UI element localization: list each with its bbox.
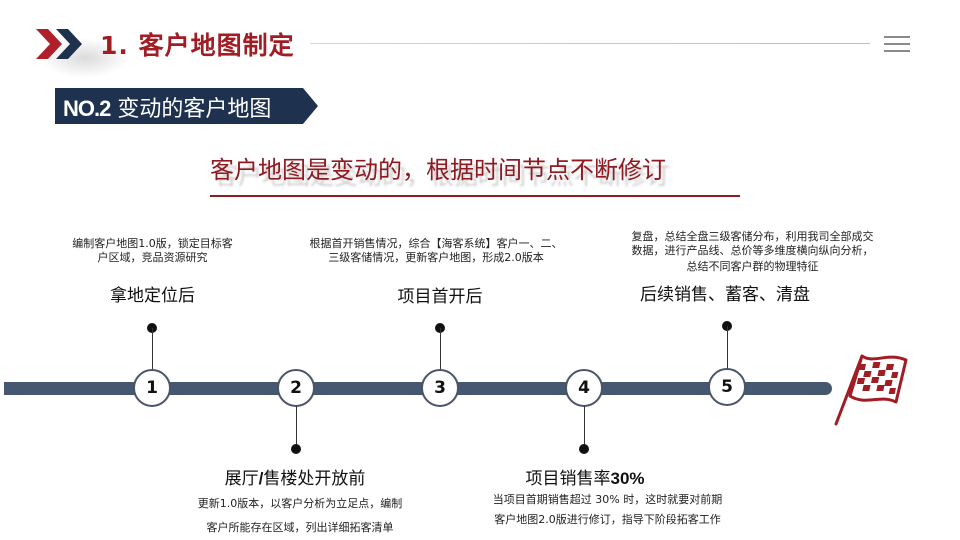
section-tag-arrow-shape	[55, 88, 318, 124]
step-4-desc-line: 客户地图2.0版进行修订，指导下阶段拓客工作	[494, 513, 721, 526]
step-2-description: 更新1.0版本，以客户分析为立足点，编制 客户所能存在区域，列出详细拓客清单	[170, 492, 430, 540]
step-3-phase: 项目首开后	[397, 287, 483, 307]
section-tag-label: NO.2 变动的客户地图	[63, 91, 271, 123]
double-chevron-icon	[36, 29, 82, 59]
step-3-connector	[440, 328, 441, 370]
timeline-track	[4, 382, 832, 395]
step-2-desc-line: 更新1.0版本，以客户分析为立足点，编制	[197, 497, 403, 510]
step-1-description: 编制客户地图1.0版，锁定目标客 户区域，竞品资源研究	[55, 237, 250, 265]
step-1-phase: 拿地定位后	[110, 286, 195, 306]
section-tag: NO.2 变动的客户地图	[55, 88, 318, 124]
step-1-desc-line: 编制客户地图1.0版，锁定目标客	[72, 237, 233, 250]
section-number: NO.2	[63, 96, 111, 121]
section-title: 变动的客户地图	[110, 97, 272, 122]
step-4-marker-dot	[579, 444, 589, 454]
step-5-description: 复盘，总结全盘三级客储分布，利用我司全部成交 数据，进行产品线、总价等多维度横向…	[610, 230, 895, 274]
step-4-desc-line: 当项目首期销售超过 30% 时，这时就要对前期	[492, 493, 723, 506]
step-1-node[interactable]: 1	[133, 369, 171, 407]
step-2-connector	[296, 406, 297, 448]
hamburger-menu-icon[interactable]	[884, 35, 912, 53]
step-4-phase-text: 项目销售率	[525, 469, 611, 489]
step-4-phase-percent: 30%	[610, 469, 645, 488]
step-2-node[interactable]: 2	[277, 369, 315, 407]
checkered-flag-icon	[834, 354, 908, 426]
step-1-desc-line: 户区域，竞品资源研究	[97, 251, 208, 264]
title-divider	[310, 43, 870, 44]
step-5-desc-line: 复盘，总结全盘三级客储分布，利用我司全部成交	[631, 230, 874, 243]
step-5-node[interactable]: 5	[708, 368, 746, 406]
step-2-phase-text: 售楼处开放前	[263, 469, 366, 489]
step-2-phase-text: 展厅	[224, 469, 259, 489]
headline: 客户地图是变动的，根据时间节点不断修订	[210, 156, 666, 184]
step-4-node[interactable]: 4	[565, 369, 603, 407]
headline-shadow: 客户地图是变动的，根据时间节点不断修订	[214, 162, 670, 190]
step-2-marker-dot	[291, 444, 301, 454]
step-3-desc-line: 三级客储情况，更新客户地图，形成2.0版本	[328, 251, 544, 264]
step-2-desc-line: 客户所能存在区域，列出详细拓客清单	[206, 521, 394, 534]
step-4-description: 当项目首期销售超过 30% 时，这时就要对前期 客户地图2.0版进行修订，指导下…	[470, 490, 745, 530]
step-3-node[interactable]: 3	[421, 369, 459, 407]
step-5-phase: 后续销售、蓄客、清盘	[640, 285, 810, 305]
step-2-phase: 展厅/售楼处开放前	[190, 464, 400, 489]
step-3-desc-line: 根据首开销售情况，综合【海客系统】客户一、二、	[309, 237, 563, 250]
step-1-connector	[152, 328, 153, 370]
page-title: 1. 客户地图制定	[100, 31, 295, 60]
headline-underline	[210, 195, 740, 197]
step-4-connector	[584, 406, 585, 448]
step-5-desc-line: 数据，进行产品线、总价等多维度横向纵向分析，	[631, 244, 874, 257]
step-3-description: 根据首开销售情况，综合【海客系统】客户一、二、 三级客储情况，更新客户地图，形成…	[286, 237, 586, 265]
step-4-phase: 项目销售率30%	[480, 464, 690, 489]
step-2-phase-slash: /	[258, 469, 264, 488]
step-5-connector	[727, 326, 728, 370]
step-5-desc-line: 总结不同客户群的物理特征	[686, 260, 819, 273]
